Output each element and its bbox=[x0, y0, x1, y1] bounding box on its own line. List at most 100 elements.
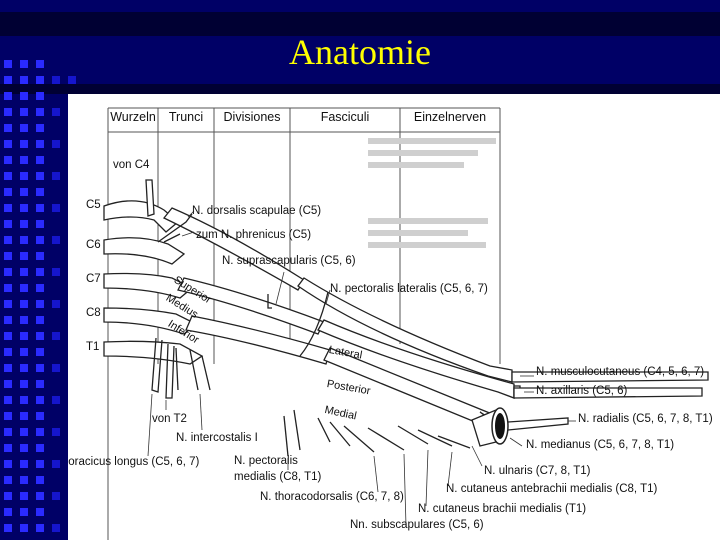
decorative-square bbox=[20, 76, 28, 84]
decorative-square bbox=[36, 140, 44, 148]
decorative-square bbox=[36, 204, 44, 212]
nerve-label: N. radialis (C5, 6, 7, 8, T1) bbox=[578, 413, 713, 425]
decorative-square bbox=[52, 460, 60, 468]
decorative-square bbox=[52, 140, 60, 148]
decorative-square bbox=[20, 460, 28, 468]
decorative-square bbox=[4, 316, 12, 324]
decorative-square bbox=[20, 92, 28, 100]
root-c8 bbox=[103, 307, 198, 335]
decorative-square bbox=[20, 364, 28, 372]
nerve-axillaris bbox=[513, 387, 703, 399]
decorative-square bbox=[20, 172, 28, 180]
decorative-square bbox=[36, 364, 44, 372]
slide-title: Anatomie bbox=[289, 32, 431, 72]
header-fasciculi: Fasciculi bbox=[320, 110, 370, 124]
root-label: C6 bbox=[86, 239, 101, 251]
decorative-square bbox=[20, 140, 28, 148]
decorative-square bbox=[4, 412, 12, 420]
leader-lines bbox=[147, 210, 576, 527]
decorative-square bbox=[20, 412, 28, 420]
decorative-square bbox=[36, 412, 44, 420]
decorative-square bbox=[4, 140, 12, 148]
nerve-label: N. ulnaris (C7, 8, T1) bbox=[484, 465, 591, 477]
nerve-label: von T2 bbox=[152, 413, 187, 425]
decorative-square bbox=[4, 364, 12, 372]
decorative-square bbox=[20, 476, 28, 484]
root-label: C7 bbox=[86, 273, 101, 285]
nerve-label: N. intercostalis I bbox=[176, 432, 258, 444]
decorative-square bbox=[52, 332, 60, 340]
roots bbox=[103, 179, 204, 365]
nerve-label: N. thoracodorsalis (C6, 7, 8) bbox=[260, 491, 404, 503]
nerve-musculocutaneus bbox=[511, 371, 709, 383]
decorative-square bbox=[52, 108, 60, 116]
decorative-square bbox=[4, 332, 12, 340]
decorative-square bbox=[36, 444, 44, 452]
decorative-square bbox=[4, 524, 12, 532]
decorative-square bbox=[20, 348, 28, 356]
decorative-square bbox=[4, 60, 12, 68]
decorative-square bbox=[36, 348, 44, 356]
plexus-diagram bbox=[103, 107, 709, 540]
decorative-square bbox=[36, 460, 44, 468]
decorative-square bbox=[36, 428, 44, 436]
dark-band bbox=[0, 84, 720, 94]
decorative-square bbox=[52, 300, 60, 308]
decorative-square bbox=[20, 396, 28, 404]
decorative-square bbox=[4, 428, 12, 436]
nerve-label: N. dorsalis scapulae (C5) bbox=[192, 205, 322, 217]
decorative-square bbox=[20, 268, 28, 276]
decorative-square bbox=[20, 492, 28, 500]
decorative-square bbox=[4, 460, 12, 468]
root-label: C8 bbox=[86, 307, 101, 319]
decorative-square bbox=[36, 124, 44, 132]
decorative-square bbox=[20, 332, 28, 340]
header-wurzeln: Wurzeln bbox=[110, 110, 156, 124]
root-label: von C4 bbox=[113, 159, 150, 171]
decorative-square bbox=[4, 380, 12, 388]
nerve-label: N. suprascapularis (C5, 6) bbox=[222, 255, 356, 267]
decorative-square bbox=[20, 108, 28, 116]
decorative-square bbox=[36, 268, 44, 276]
decorative-square bbox=[36, 396, 44, 404]
decorative-square bbox=[4, 124, 12, 132]
decorative-square bbox=[20, 316, 28, 324]
decorative-square bbox=[20, 252, 28, 260]
background-text-ghost bbox=[368, 138, 496, 248]
nerve-label: N. musculocutaneus (C4, 5, 6, 7) bbox=[536, 366, 705, 378]
nerve-label: N. cutaneus brachii medialis (T1) bbox=[418, 503, 587, 515]
trunks bbox=[162, 207, 331, 365]
decorative-square bbox=[52, 268, 60, 276]
header-einzelnerven: Einzelnerven bbox=[413, 110, 487, 124]
header-trunci: Trunci bbox=[168, 110, 204, 124]
nerve-label: N. thoracicus longus (C5, 6, 7) bbox=[68, 456, 200, 468]
root-label: C5 bbox=[86, 199, 101, 211]
nerve-label: N. axillaris (C5, 6) bbox=[536, 385, 628, 397]
decorative-square bbox=[52, 396, 60, 404]
decorative-square bbox=[36, 188, 44, 196]
decorative-square bbox=[36, 300, 44, 308]
decorative-square bbox=[36, 316, 44, 324]
decorative-square bbox=[20, 236, 28, 244]
decorative-square bbox=[36, 108, 44, 116]
decorative-square bbox=[20, 220, 28, 228]
decorative-square bbox=[52, 364, 60, 372]
root-c6 bbox=[103, 237, 186, 265]
decorative-square bbox=[4, 236, 12, 244]
decorative-square bbox=[36, 220, 44, 228]
decorative-square bbox=[4, 76, 12, 84]
root-c5 bbox=[103, 200, 180, 233]
decorative-square bbox=[20, 428, 28, 436]
decorative-square bbox=[20, 188, 28, 196]
decorative-square bbox=[36, 156, 44, 164]
decorative-square bbox=[20, 204, 28, 212]
nerve-label: N. cutaneus antebrachii medialis (C8, T1… bbox=[446, 483, 658, 495]
decorative-square bbox=[20, 444, 28, 452]
decorative-square bbox=[4, 108, 12, 116]
decorative-square bbox=[20, 300, 28, 308]
decorative-square bbox=[4, 492, 12, 500]
root-label: T1 bbox=[86, 341, 100, 353]
nerve-cylinder bbox=[471, 407, 509, 447]
decorative-square bbox=[36, 524, 44, 532]
